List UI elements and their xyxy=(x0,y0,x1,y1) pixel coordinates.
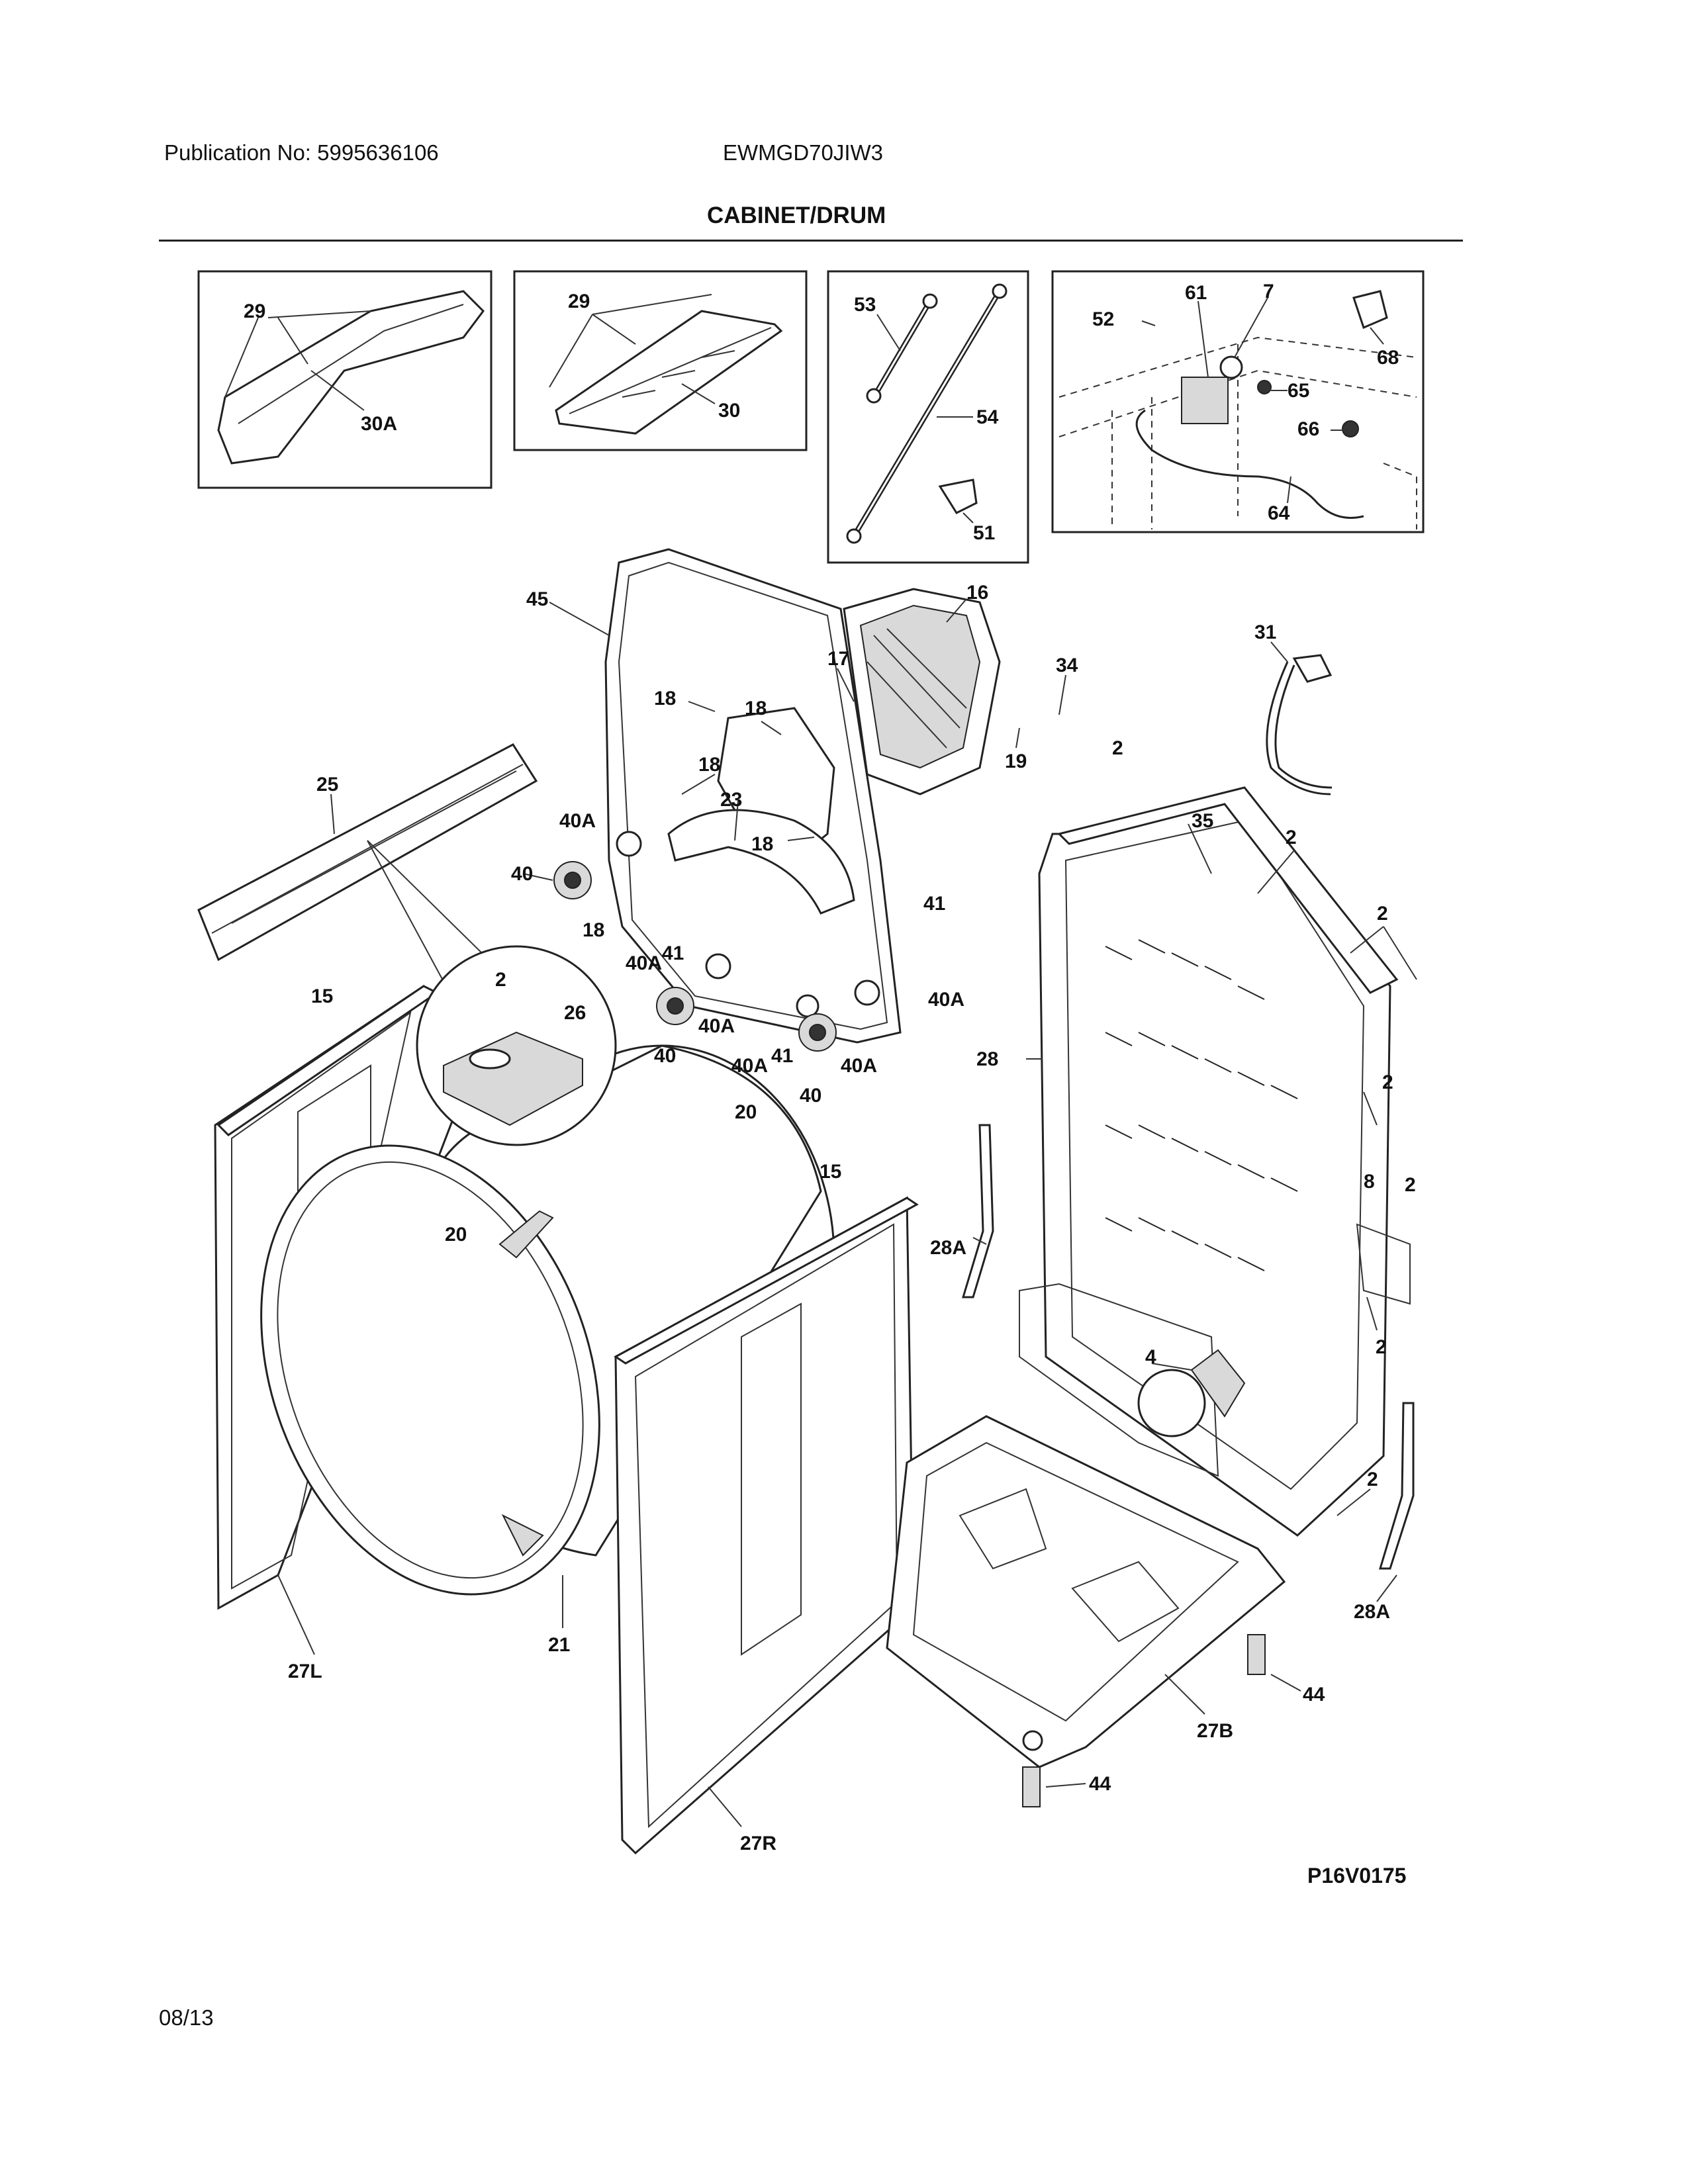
callout-40: 40 xyxy=(511,863,533,885)
callout-15: 15 xyxy=(820,1161,841,1183)
callout-40A: 40A xyxy=(841,1055,877,1077)
callout-2: 2 xyxy=(495,969,506,991)
callout-18: 18 xyxy=(654,688,676,709)
callout-20: 20 xyxy=(445,1224,467,1246)
callout-25: 25 xyxy=(316,774,338,796)
callout-34: 34 xyxy=(1056,655,1078,676)
callout-2: 2 xyxy=(1286,827,1297,848)
callout-18: 18 xyxy=(751,833,773,855)
callout-65: 65 xyxy=(1288,380,1309,402)
callout-21: 21 xyxy=(548,1634,570,1656)
publication-number: Publication No: 5995636106 xyxy=(164,140,439,165)
rear-panel xyxy=(1019,786,1411,1537)
callout-28A: 28A xyxy=(930,1237,966,1259)
callout-2: 2 xyxy=(1405,1174,1416,1196)
callout-2: 2 xyxy=(1367,1469,1378,1490)
drum-rollers xyxy=(553,861,837,1052)
callout-66: 66 xyxy=(1297,418,1319,440)
callout-26: 26 xyxy=(564,1002,586,1024)
callout-18: 18 xyxy=(745,698,767,719)
power-cord xyxy=(1266,654,1333,796)
inset-box-4: 52 61 7 65 68 66 64 xyxy=(1051,270,1425,533)
callout-8: 8 xyxy=(1364,1171,1375,1193)
leveling-feet xyxy=(1022,1634,1266,1807)
callout-40A: 40A xyxy=(698,1015,735,1037)
front-bulkhead xyxy=(604,548,902,1044)
callout-30: 30 xyxy=(718,400,740,422)
callout-29: 29 xyxy=(244,300,265,322)
callout-52: 52 xyxy=(1092,308,1114,330)
callout-2: 2 xyxy=(1376,1336,1387,1358)
callout-40A: 40A xyxy=(626,952,662,974)
callout-40A: 40A xyxy=(928,989,964,1011)
callout-68: 68 xyxy=(1377,347,1399,369)
callout-2: 2 xyxy=(1382,1071,1393,1093)
diagram-code: P16V0175 xyxy=(1307,1864,1406,1888)
callout-16: 16 xyxy=(966,582,988,604)
base-pan xyxy=(886,1415,1286,1768)
model-number: EWMGD70JIW3 xyxy=(723,140,884,165)
vent-slots xyxy=(1105,939,1298,1271)
page-title: CABINET/DRUM xyxy=(707,203,886,228)
top-bracket xyxy=(197,743,538,962)
callout-28A: 28A xyxy=(1354,1601,1390,1623)
callout-18: 18 xyxy=(698,754,720,776)
callout-18: 18 xyxy=(583,919,604,941)
callout-2: 2 xyxy=(1377,903,1388,925)
callout-27L: 27L xyxy=(288,1661,322,1682)
callout-2: 2 xyxy=(1112,737,1123,759)
main-callouts: 45 16 17 34 19 31 18 18 18 18 18 23 25 4… xyxy=(288,582,1416,1854)
callout-27B: 27B xyxy=(1197,1720,1233,1742)
callout-40A: 40A xyxy=(559,810,596,832)
inset-box-3: 53 54 51 xyxy=(827,270,1029,564)
callout-61: 61 xyxy=(1185,282,1207,304)
callout-4: 4 xyxy=(1145,1346,1156,1368)
callout-27R: 27R xyxy=(740,1833,776,1854)
callout-28: 28 xyxy=(976,1048,998,1070)
callout-20: 20 xyxy=(735,1101,757,1123)
callout-53: 53 xyxy=(854,294,876,316)
callout-40: 40 xyxy=(654,1045,676,1067)
footer-date: 08/13 xyxy=(159,2005,214,2030)
callout-41: 41 xyxy=(923,893,945,915)
callout-54: 54 xyxy=(976,406,999,428)
control-board-inset xyxy=(367,840,617,1146)
callout-30A: 30A xyxy=(361,413,397,435)
header-divider xyxy=(159,240,1463,242)
drum xyxy=(260,1044,835,1596)
callout-44: 44 xyxy=(1089,1773,1111,1795)
callout-45: 45 xyxy=(526,588,548,610)
callout-40A: 40A xyxy=(731,1055,768,1077)
callout-29: 29 xyxy=(568,291,590,312)
callout-31: 31 xyxy=(1254,621,1276,643)
callout-23: 23 xyxy=(720,789,742,811)
callout-40: 40 xyxy=(800,1085,821,1107)
callout-19: 19 xyxy=(1005,751,1027,772)
callout-51: 51 xyxy=(973,522,995,544)
inset-box-2: 29 30 xyxy=(513,270,808,451)
inset-box-1: 29 30A xyxy=(197,270,492,489)
callout-41: 41 xyxy=(662,942,684,964)
leader-lines xyxy=(277,598,1417,1827)
callout-64: 64 xyxy=(1268,502,1290,524)
right-side-panel xyxy=(614,1196,919,1855)
lint-housing xyxy=(843,588,1001,796)
side-seal-right xyxy=(1378,1402,1415,1570)
callout-44: 44 xyxy=(1303,1684,1325,1706)
callout-7: 7 xyxy=(1263,281,1274,302)
side-seal-left xyxy=(961,1124,994,1298)
callout-17: 17 xyxy=(827,648,849,670)
callout-35: 35 xyxy=(1192,810,1213,832)
callout-15: 15 xyxy=(311,985,333,1007)
callout-41: 41 xyxy=(771,1045,793,1067)
